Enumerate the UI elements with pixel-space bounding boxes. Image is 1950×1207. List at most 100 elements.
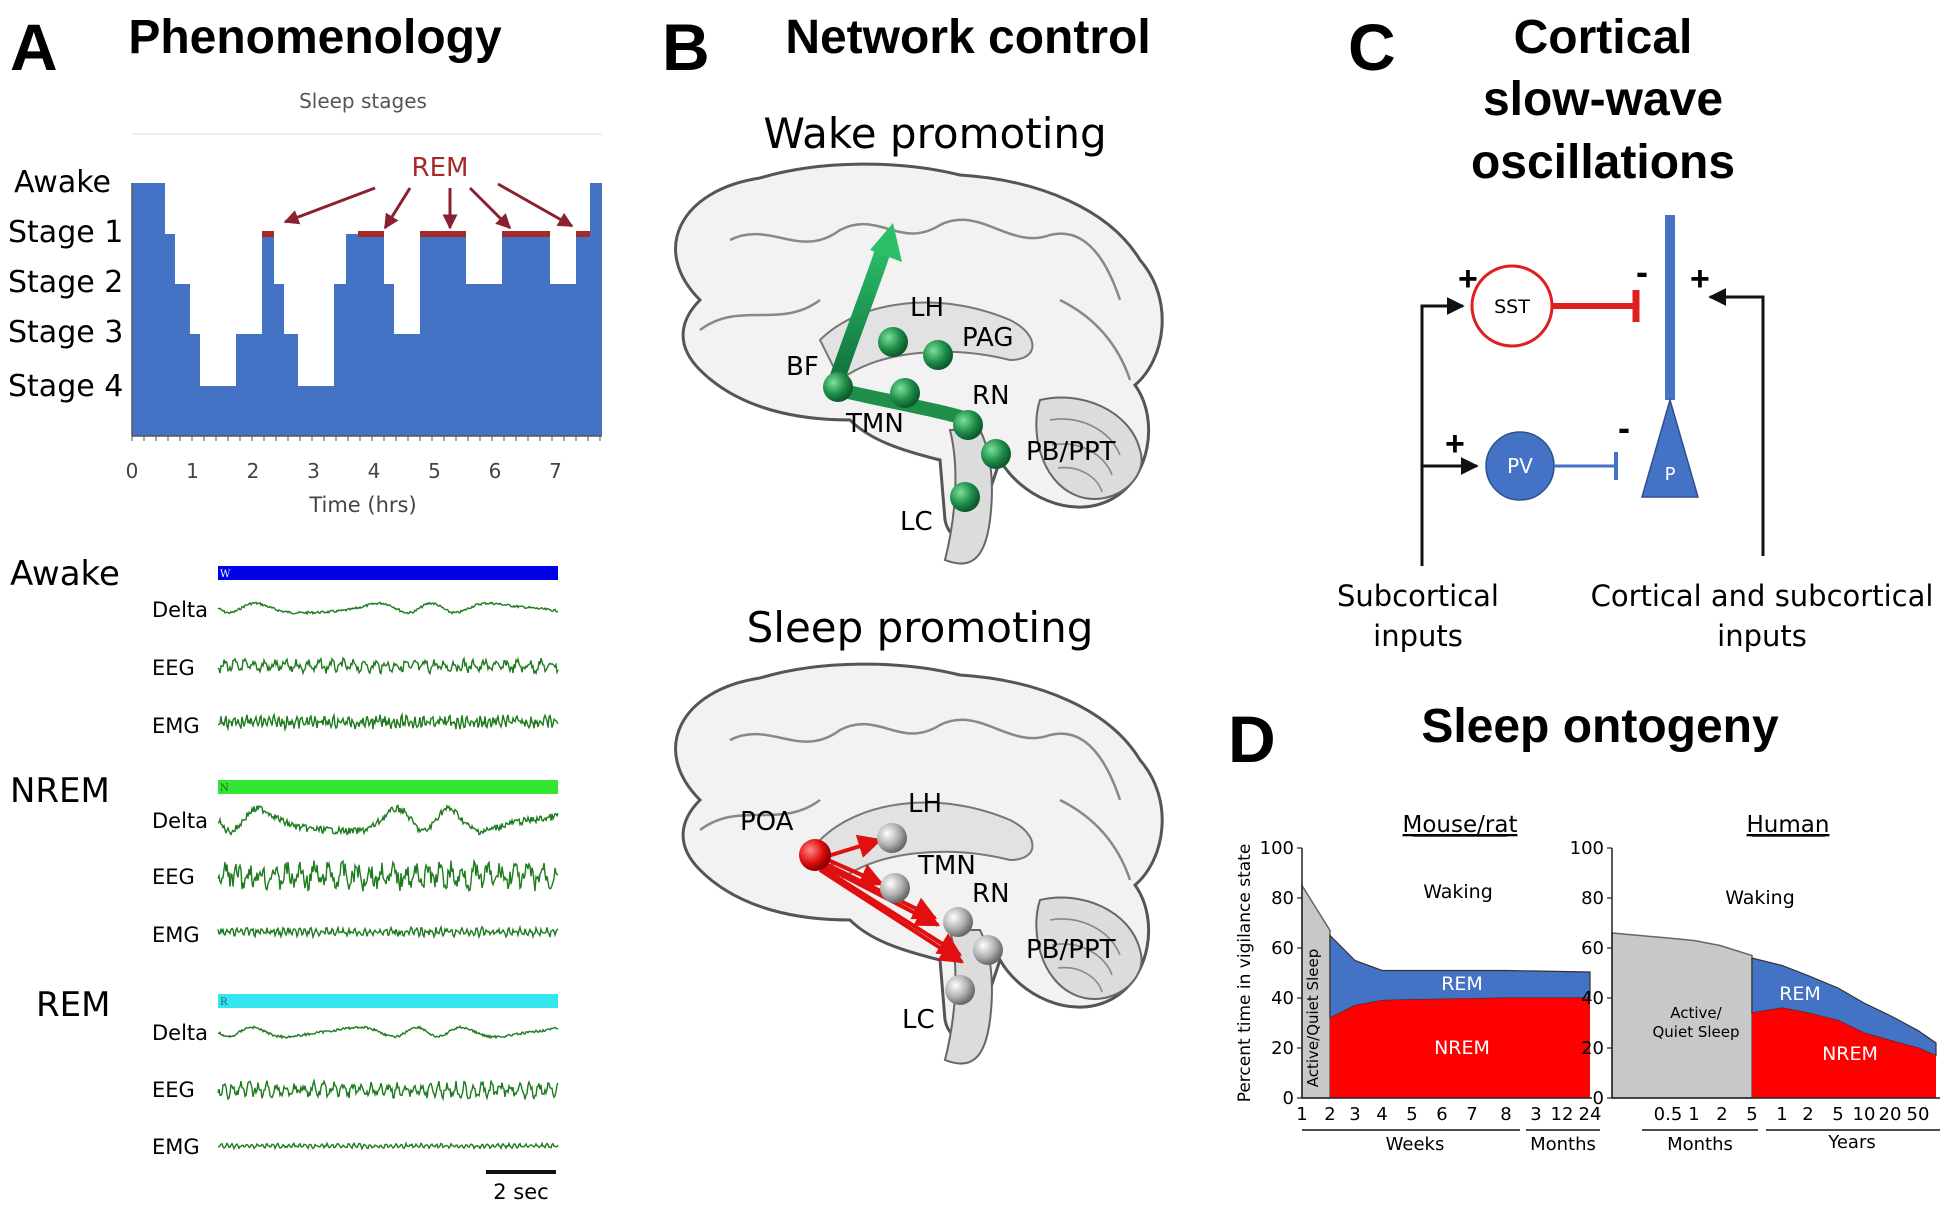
hypnogram-xtick: 6 (489, 459, 502, 483)
x-group-label: Months (1530, 1134, 1596, 1155)
node-label: RN (972, 381, 1010, 411)
channel-label: Delta (152, 1021, 208, 1045)
x-tick-label: 8 (1500, 1104, 1511, 1125)
area-nrem (1330, 998, 1590, 1098)
node-label: RN (972, 879, 1010, 909)
node-lc (950, 482, 980, 512)
hypnogram-xtick: 0 (126, 459, 139, 483)
x-tick-label: 1 (1296, 1104, 1307, 1125)
channel-label: Delta (152, 598, 208, 622)
x-tick-label: 2 (1802, 1104, 1813, 1125)
node-label: PAG (962, 323, 1014, 353)
x-tick-label: 5 (1746, 1104, 1757, 1125)
x-group-label: Years (1827, 1132, 1876, 1153)
node-pbppt (981, 439, 1011, 469)
state-bar-awake (218, 566, 558, 580)
x-tick-label: 3 (1530, 1104, 1541, 1125)
node-lh (877, 823, 907, 853)
plus-sign: + (1458, 260, 1478, 298)
x-tick-label: 24 (1579, 1104, 1602, 1125)
stage-label: Awake (14, 165, 111, 200)
region-label-waking: Waking (1725, 887, 1795, 909)
eeg-traces: Awake NREM REM W N R Delta EEG EMG Delta… (10, 554, 559, 1204)
y-tick-label: 20 (1271, 1038, 1294, 1059)
minus-sign: - (1636, 251, 1648, 292)
panel-d-letter: D (1228, 702, 1276, 776)
y-tick-label: 60 (1581, 938, 1604, 959)
state-label-rem: REM (36, 985, 110, 1025)
node-pag (923, 340, 953, 370)
y-tick-label: 80 (1271, 888, 1294, 909)
x-tick-label: 20 (1879, 1104, 1902, 1125)
state-bar-rem (218, 994, 558, 1008)
hypnogram-xtick: 1 (186, 459, 199, 483)
p-apical-dendrite (1665, 215, 1675, 400)
state-label-nrem: NREM (10, 771, 110, 811)
stage-label: Stage 1 (8, 215, 123, 250)
trace-line (217, 711, 559, 732)
pv-label: PV (1507, 454, 1533, 478)
x-tick-label: 0.5 (1654, 1104, 1683, 1125)
channel-label: Delta (152, 809, 208, 833)
sleep-promoting-title: Sleep promoting (747, 603, 1094, 652)
node-lh (878, 327, 908, 357)
node-label: TMN (845, 409, 904, 439)
cortical-to-p (1708, 288, 1765, 556)
node-label: POA (740, 807, 794, 837)
state-flag: R (220, 997, 228, 1008)
hypnogram: REM Awake Stage 1 Stage 2 Stage 3 Stage … (8, 133, 602, 517)
trace-line (217, 1078, 559, 1102)
x-tick-label: 3 (1349, 1104, 1360, 1125)
x-tick-label: 1 (1776, 1104, 1787, 1125)
hypnogram-xtick: 7 (549, 459, 562, 483)
region-label-active-quiet: Active/Quiet Sleep (1304, 949, 1322, 1087)
region-label-active-quiet: Quiet Sleep (1652, 1023, 1739, 1041)
rem-annotation: REM (412, 153, 469, 183)
plus-sign: + (1690, 260, 1710, 298)
minus-sign: - (1618, 407, 1630, 448)
state-flag: W (220, 569, 231, 580)
node-label: BF (786, 352, 819, 382)
hypnogram-title: Sleep stages (299, 89, 427, 113)
area-rem (1329, 934, 1591, 1019)
node-poa (799, 839, 831, 871)
panel-c-title: oscillations (1471, 136, 1735, 189)
plus-sign: + (1445, 425, 1465, 463)
brain-wake (674, 162, 1164, 565)
channel-label: EMG (152, 714, 200, 738)
input-label: Subcortical (1337, 579, 1499, 613)
cortical-circuit: P SST PV + + + - - Subcortical inputs Co… (1337, 215, 1933, 653)
wake-arrow-shaft (827, 237, 893, 393)
y-tick-label: 40 (1581, 988, 1604, 1009)
region-label-rem: REM (1779, 983, 1821, 1005)
sleep-nodes: POA LH TMN RN PB/PPT LC (740, 789, 1116, 1035)
x-tick-label: 2 (1324, 1104, 1335, 1125)
chart-human: 020406080100HumanWakingREMNREMActive/Qui… (1570, 812, 1940, 1155)
panel-a-letter: A (10, 10, 58, 84)
panel-b-letter: B (662, 10, 710, 84)
hypnogram-xtick: 4 (368, 459, 381, 483)
panel-c-title: Cortical (1514, 11, 1693, 64)
trace-line (217, 1024, 559, 1040)
trace-line (217, 804, 559, 836)
input-label: Cortical and subcortical (1591, 579, 1934, 613)
y-tick-label: 60 (1271, 938, 1294, 959)
region-label-waking: Waking (1423, 881, 1493, 903)
x-tick-label: 50 (1907, 1104, 1930, 1125)
hypnogram-xtick: 5 (428, 459, 441, 483)
y-tick-label: 20 (1581, 1038, 1604, 1059)
node-label: LC (900, 507, 933, 537)
x-tick-label: 12 (1551, 1104, 1574, 1125)
x-tick-label: 1 (1688, 1104, 1699, 1125)
node-label: TMN (917, 851, 976, 881)
channel-label: EEG (152, 865, 195, 889)
node-bf (823, 372, 853, 402)
sst-label: SST (1494, 296, 1530, 318)
p-label: P (1665, 464, 1676, 485)
area-nrem (1752, 1008, 1936, 1098)
y-tick-label: 0 (1283, 1088, 1294, 1109)
chart-title: Human (1747, 812, 1830, 838)
state-bar-nrem (218, 780, 558, 794)
